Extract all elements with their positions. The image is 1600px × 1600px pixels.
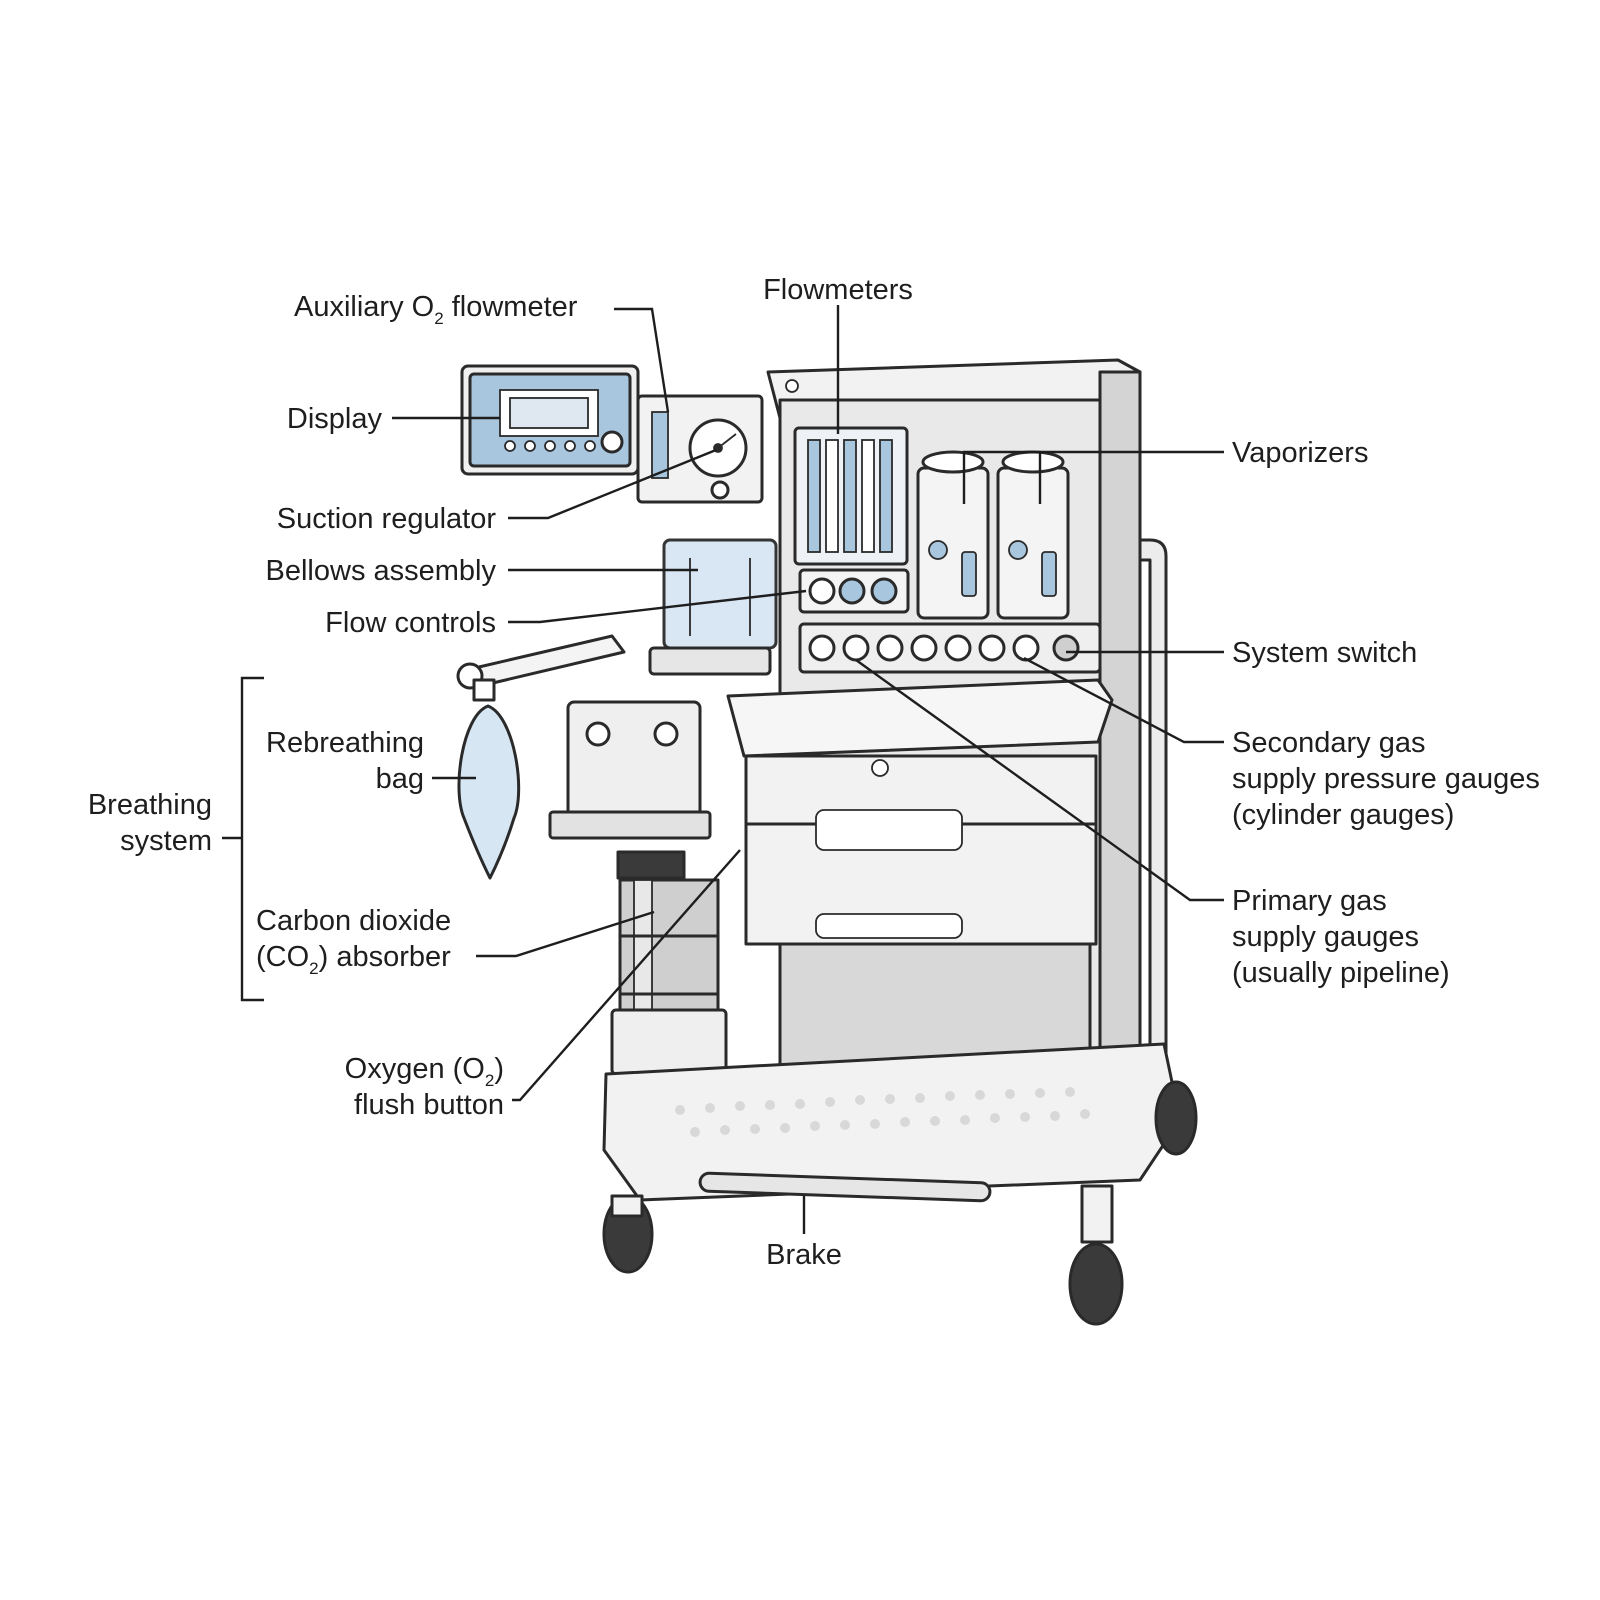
- top-screw-icon: [785, 379, 799, 393]
- system-switch-knob-icon: [1052, 634, 1080, 662]
- label-display: Display: [287, 403, 383, 435]
- gauge-icon: [842, 634, 870, 662]
- wheel-icon: [1154, 1080, 1198, 1156]
- side-pole: [1126, 538, 1168, 1082]
- label-vaporizers: Vaporizers: [1232, 437, 1368, 469]
- gauge-panel: [798, 622, 1102, 674]
- gauge-icon: [876, 634, 904, 662]
- label-primary-gas-line3: (usually pipeline): [1232, 957, 1450, 989]
- gauge-icon: [978, 634, 1006, 662]
- drawer-lock-icon: [871, 759, 889, 777]
- absorber-head: [548, 700, 712, 880]
- gauge-icon: [944, 634, 972, 662]
- label-oxygen-flush-line2: flush button: [354, 1089, 504, 1121]
- label-secondary-gas-line1: Secondary gas: [1232, 727, 1425, 759]
- label-breathing-system-line1: Breathing: [88, 789, 212, 821]
- label-primary-gas-line2: supply gauges: [1232, 921, 1419, 953]
- label-system-switch: System switch: [1232, 637, 1417, 669]
- worktop: [726, 678, 1114, 758]
- vaporizers: [916, 450, 1070, 620]
- flow-knob-icon: [808, 577, 836, 605]
- co2-absorber-canister: [610, 878, 728, 1076]
- labels: Auxiliary O2 flowmeter Flowmeters Displa…: [88, 274, 1540, 1271]
- flow-knob-icon: [870, 577, 898, 605]
- label-co2-absorber-line1: Carbon dioxide: [256, 905, 451, 937]
- bellows-canister: [648, 538, 778, 676]
- flow-control-knobs: [798, 568, 910, 614]
- gauge-icon: [1012, 634, 1040, 662]
- label-suction-regulator: Suction regulator: [277, 503, 497, 535]
- drawer-handle-icon: [815, 809, 963, 851]
- anesthesia-machine: [456, 358, 1198, 1326]
- label-secondary-gas-line3: (cylinder gauges): [1232, 799, 1454, 831]
- label-breathing-system-line2: system: [120, 825, 212, 857]
- wheel-icon: [1068, 1242, 1124, 1326]
- label-rebreathing-bag-line2: bag: [376, 763, 424, 795]
- label-bellows-assembly: Bellows assembly: [266, 555, 497, 587]
- label-flow-controls: Flow controls: [325, 607, 496, 639]
- rebreathing-bag-shape: [457, 704, 521, 880]
- leader-lines: [222, 305, 1224, 1234]
- gauge-icon: [808, 634, 836, 662]
- display-unit: [460, 364, 640, 476]
- foot-rest-pattern: [675, 1087, 1090, 1137]
- trolley-base: [602, 1042, 1182, 1202]
- label-auxiliary-o2-flowmeter: Auxiliary O2 flowmeter: [294, 291, 578, 328]
- gauge-icon: [910, 634, 938, 662]
- suction-panel: [636, 394, 764, 504]
- aux-flowmeter-tube-icon: [651, 411, 669, 479]
- cabinet-side: [1098, 370, 1142, 1104]
- label-brake: Brake: [766, 1239, 842, 1271]
- label-rebreathing-bag-line1: Rebreathing: [266, 727, 424, 759]
- label-oxygen-flush-line1: Oxygen (O2): [345, 1053, 504, 1090]
- label-flowmeters: Flowmeters: [763, 274, 913, 306]
- label-primary-gas-line1: Primary gas: [1232, 885, 1387, 917]
- flow-knob-icon: [838, 577, 866, 605]
- brake-bar: [698, 1171, 992, 1203]
- drawer-handle-icon: [815, 913, 963, 939]
- flowmeter-bank: [793, 426, 909, 566]
- label-secondary-gas-line2: supply pressure gauges: [1232, 763, 1540, 795]
- label-co2-absorber-line2: (CO2) absorber: [256, 941, 451, 978]
